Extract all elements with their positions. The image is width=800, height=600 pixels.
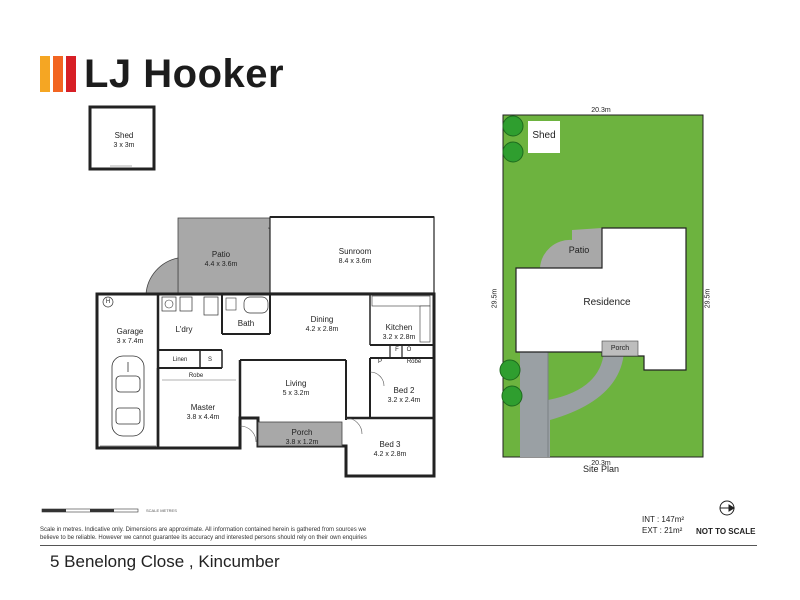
robe-label-master: Robe [188,373,204,379]
site-left-dimension: 29.5m [491,288,499,309]
h-label: H [105,299,111,305]
scale-label: SCALE METRES [146,508,177,513]
o-label: O [406,347,412,353]
site-patio-label: Patio [568,245,590,255]
divider [40,545,757,546]
external-area: EXT : 21m² [642,526,683,535]
tree-icon [499,115,524,407]
site-porch-label: Porch [610,345,630,352]
site-residence-label: Residence [583,297,631,308]
car-icon [111,355,145,437]
compass-icon [719,500,735,516]
site-shed-label: Shed [532,130,556,141]
property-address: 5 Benelong Close , Kincumber [50,552,280,571]
bath-label: Bath [237,319,255,328]
not-to-scale-label: NOT TO SCALE [696,527,756,536]
robe-label-bed2: Robe [406,359,422,365]
internal-area: INT : 147m² [642,515,685,524]
site-right-dimension: 29.5m [704,288,712,309]
site-top-dimension: 20.3m [591,107,611,114]
laundry-label: L'dry [175,325,193,334]
f-label: F [395,347,399,353]
s-label: S [207,357,212,363]
disclaimer: Scale in metres. Indicative only. Dimens… [40,527,367,541]
brand-name: LJ Hooker [84,52,285,96]
site-plan-caption: Site Plan [582,464,620,474]
brand-logo-bars [40,56,76,92]
site-bottom-dimension: 20.3m [591,460,611,467]
site-shed [528,121,560,153]
site-residence [515,227,687,371]
shed-outline [88,105,156,171]
sunroom-outline [269,216,435,294]
p-label: P [377,359,382,365]
site-patio [540,228,602,268]
porch-area [257,421,343,447]
scale-bar [41,508,139,513]
site-porch [601,340,639,357]
linen-label: Linen [172,357,188,363]
